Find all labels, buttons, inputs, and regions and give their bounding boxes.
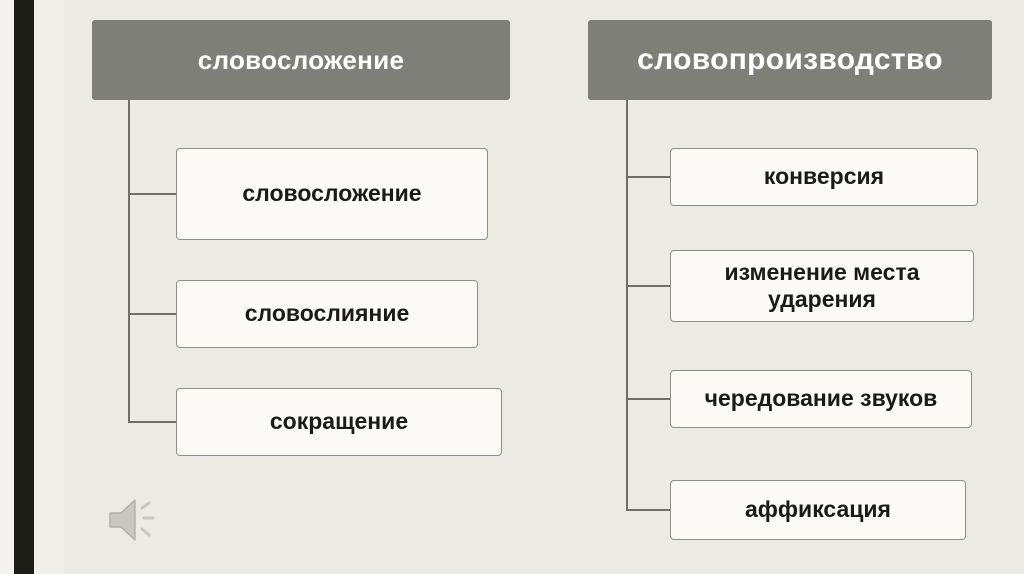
- connector-left-2: [128, 313, 176, 315]
- node-left-1: словосложение: [176, 148, 488, 240]
- column-header-left: словосложение: [92, 20, 510, 100]
- connector-right-3: [626, 398, 670, 400]
- column-header-right: словопроизводство: [588, 20, 992, 100]
- node-right-3: чередование звуков: [670, 370, 972, 428]
- left-white-edge: [0, 0, 14, 574]
- connector-left-1: [128, 193, 176, 195]
- node-left-2: словослияние: [176, 280, 478, 348]
- node-right-1: конверсия: [670, 148, 978, 206]
- connector-right-1: [626, 176, 670, 178]
- left-accent-bar: [14, 0, 34, 574]
- connector-left-3: [128, 421, 176, 423]
- left-inner-strip: [34, 0, 64, 574]
- node-left-3: сокращение: [176, 388, 502, 456]
- speaker-icon[interactable]: [104, 492, 164, 548]
- node-right-4: аффиксация: [670, 480, 966, 540]
- connector-vertical-right: [626, 100, 628, 510]
- node-right-2: изменение места ударения: [670, 250, 974, 322]
- connector-right-2: [626, 285, 670, 287]
- connector-vertical-left: [128, 100, 130, 422]
- connector-right-4: [626, 509, 670, 511]
